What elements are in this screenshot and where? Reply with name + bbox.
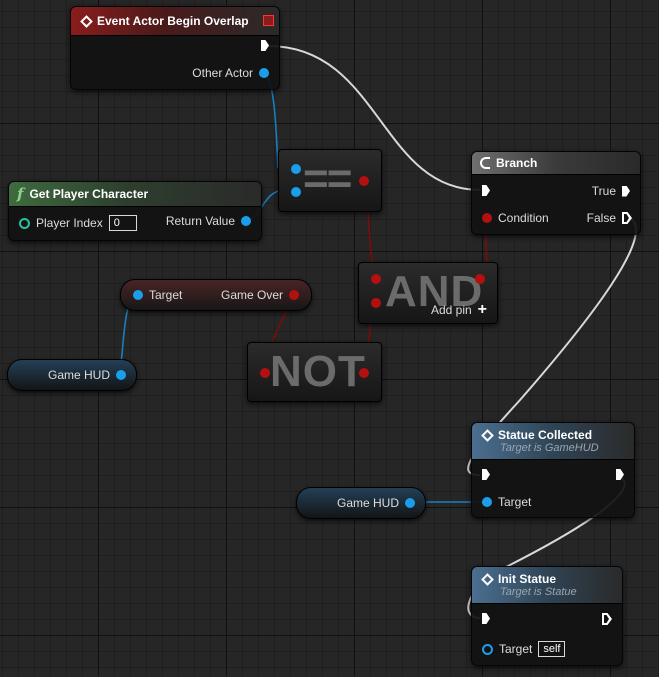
- add-pin-button[interactable]: Add pin +: [431, 301, 487, 319]
- statue-collected-target-label: Target: [498, 495, 532, 509]
- game-hud-label: Game HUD: [47, 368, 110, 382]
- and-symbol: AND: [385, 267, 484, 316]
- exec-in-pin-icon[interactable]: [482, 613, 490, 624]
- exec-out-pin-icon[interactable]: [261, 40, 269, 51]
- exec-in-pin-icon[interactable]: [482, 469, 490, 480]
- function-icon: f: [17, 185, 24, 203]
- other-actor-label: Other Actor: [192, 66, 253, 80]
- branch-exec-in[interactable]: [482, 185, 490, 196]
- object-pin-icon[interactable]: [482, 497, 492, 507]
- function-title: Get Player Character: [29, 187, 149, 201]
- true-label: True: [591, 184, 616, 198]
- player-index-label: Player Index: [36, 216, 103, 230]
- event-title: Event Actor Begin Overlap: [97, 14, 249, 28]
- bool-pin-icon[interactable]: [289, 290, 299, 300]
- init-statue-title: Init Statue: [498, 572, 557, 586]
- object-pin-icon[interactable]: [133, 290, 143, 300]
- object-pin-icon[interactable]: [259, 68, 269, 78]
- condition-pin[interactable]: Condition: [482, 211, 549, 225]
- and-node[interactable]: AND Add pin +: [358, 262, 498, 324]
- game-hud-variable-node-2[interactable]: Game HUD: [296, 487, 426, 519]
- equal-input-b-pin[interactable]: [291, 187, 301, 197]
- branch-false-pin[interactable]: False: [587, 211, 632, 225]
- equal-node[interactable]: ==: [278, 149, 382, 212]
- false-label: False: [586, 211, 616, 225]
- get-player-character-node[interactable]: f Get Player Character Player Index 0 Re…: [8, 181, 262, 241]
- game-over-label: Game Over: [220, 288, 283, 302]
- not-output-pin[interactable]: [359, 368, 369, 378]
- event-begin-overlap-node[interactable]: Event Actor Begin Overlap Other Actor: [70, 6, 280, 90]
- init-statue-node[interactable]: Init Statue Target is Statue Target self: [471, 566, 623, 666]
- event-exec-out[interactable]: [261, 40, 269, 51]
- branch-node[interactable]: Branch True Condition False: [471, 151, 641, 235]
- statue-collected-header[interactable]: Statue Collected Target is GameHUD: [472, 423, 634, 460]
- exec-out-pin-icon[interactable]: [616, 469, 624, 480]
- init-statue-target-label: Target: [499, 642, 533, 656]
- not-symbol: NOT: [270, 347, 366, 396]
- function-call-icon: [481, 572, 494, 586]
- condition-label: Condition: [498, 211, 549, 225]
- return-value-pin[interactable]: Return Value: [166, 214, 251, 228]
- delegate-pin-icon[interactable]: [263, 15, 274, 26]
- target-self-field[interactable]: self: [538, 641, 566, 657]
- not-node[interactable]: NOT: [247, 342, 382, 402]
- target-label: Target: [149, 288, 183, 302]
- bool-pin-icon[interactable]: [482, 213, 492, 223]
- and-input-b-pin[interactable]: [371, 298, 381, 308]
- object-pin-icon[interactable]: [241, 216, 251, 226]
- statue-collected-target-pin[interactable]: Target: [482, 495, 531, 509]
- return-value-label: Return Value: [165, 214, 235, 228]
- add-pin-label: Add pin: [430, 303, 472, 317]
- object-pin-icon[interactable]: [482, 643, 493, 655]
- event-icon: [80, 14, 93, 28]
- statue-collected-subtitle: Target is GameHUD: [500, 442, 599, 454]
- other-actor-pin[interactable]: Other Actor: [192, 66, 269, 80]
- game-over-output-pin[interactable]: Game Over: [221, 288, 299, 302]
- event-header[interactable]: Event Actor Begin Overlap: [71, 7, 279, 36]
- player-index-field[interactable]: 0: [108, 215, 137, 231]
- player-index-pin[interactable]: Player Index 0: [19, 215, 137, 231]
- statue-collected-title: Statue Collected: [498, 428, 593, 442]
- game-hud-label-2: Game HUD: [336, 496, 399, 510]
- game-over-target-pin[interactable]: Target: [133, 288, 182, 302]
- game-hud-variable-node[interactable]: Game HUD: [7, 359, 137, 391]
- init-statue-subtitle: Target is Statue: [500, 586, 577, 598]
- object-pin-icon[interactable]: [405, 498, 415, 508]
- exec-out-pin-icon[interactable]: [622, 212, 632, 224]
- equal-output-pin[interactable]: [359, 176, 369, 186]
- init-statue-target-pin[interactable]: Target self: [482, 641, 566, 657]
- equal-symbol: ==: [303, 154, 352, 203]
- exec-in-pin-icon[interactable]: [482, 185, 490, 196]
- init-statue-exec-out[interactable]: [602, 613, 612, 625]
- equal-input-a-pin[interactable]: [291, 164, 301, 174]
- and-output-pin[interactable]: [475, 274, 485, 284]
- game-hud-output-pin-2[interactable]: Game HUD: [337, 496, 415, 510]
- branch-icon: [480, 157, 490, 169]
- branch-title: Branch: [496, 156, 538, 170]
- and-input-a-pin[interactable]: [371, 274, 381, 284]
- statue-collected-node[interactable]: Statue Collected Target is GameHUD Targe…: [471, 422, 635, 518]
- branch-header[interactable]: Branch: [472, 152, 640, 175]
- init-statue-header[interactable]: Init Statue Target is Statue: [472, 567, 622, 604]
- not-input-pin[interactable]: [260, 368, 270, 378]
- function-call-icon: [481, 428, 494, 442]
- function-header[interactable]: f Get Player Character: [9, 182, 261, 207]
- game-hud-output-pin[interactable]: Game HUD: [48, 368, 126, 382]
- int-pin-icon[interactable]: [19, 217, 30, 229]
- statue-collected-exec-out[interactable]: [616, 469, 624, 480]
- object-pin-icon[interactable]: [116, 370, 126, 380]
- statue-collected-exec-in[interactable]: [482, 469, 490, 480]
- init-statue-exec-in[interactable]: [482, 613, 490, 624]
- exec-out-pin-icon[interactable]: [622, 185, 630, 197]
- game-over-getter-node[interactable]: Target Game Over: [120, 279, 312, 311]
- plus-icon: +: [477, 301, 487, 318]
- exec-out-pin-icon[interactable]: [602, 613, 612, 625]
- branch-true-pin[interactable]: True: [592, 184, 630, 198]
